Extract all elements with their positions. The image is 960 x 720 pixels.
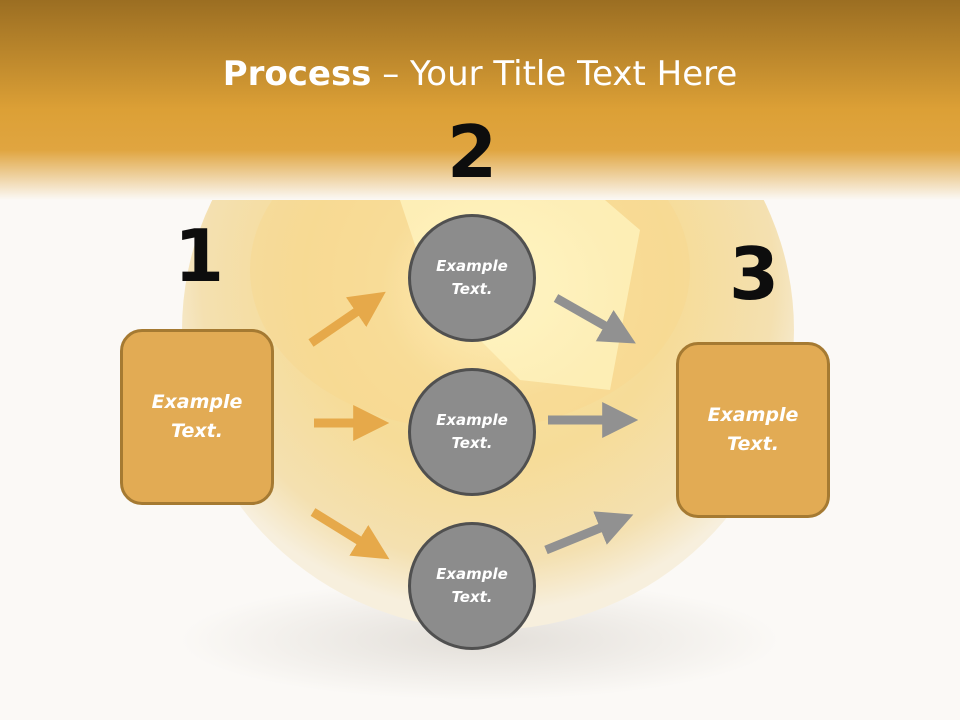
title-rest-part: – Your Title Text Here (371, 54, 738, 94)
step-2-circle-middle: Example Text. (408, 368, 536, 496)
circle-middle-text: Example Text. (436, 411, 508, 452)
step-2-circle-top: Example Text. (408, 214, 536, 342)
step-2-circle-bottom: Example Text. (408, 522, 536, 650)
step-number-3: 3 (728, 232, 780, 316)
slide-title: Process – Your Title Text Here (0, 50, 960, 98)
step-1-box-text: Example Text. (151, 391, 243, 442)
circle-top-text: Example Text. (436, 257, 508, 298)
step-number-1: 1 (173, 214, 225, 298)
step-1-box: Example Text. (120, 329, 274, 505)
title-bold-part: Process (222, 54, 372, 94)
step-3-box: Example Text. (676, 342, 830, 518)
step-3-box-text: Example Text. (707, 404, 799, 455)
step-number-2: 2 (446, 110, 498, 194)
circle-bottom-text: Example Text. (436, 565, 508, 606)
